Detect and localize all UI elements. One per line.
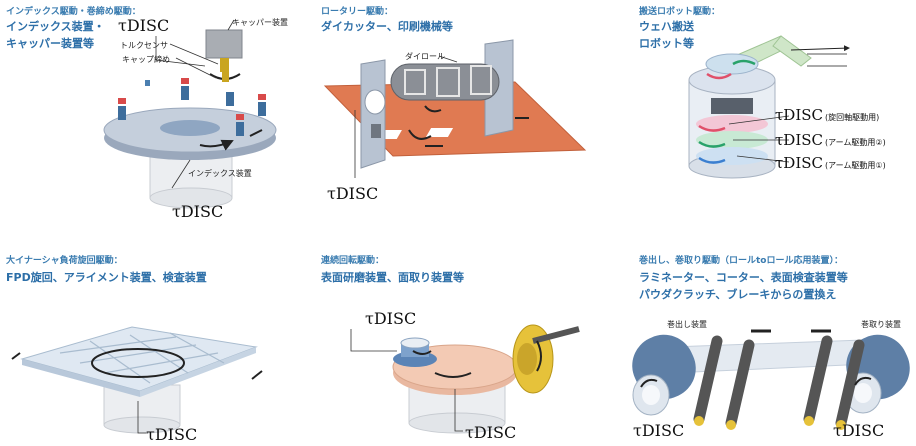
panel-category: 大イナーシャ負荷旋回駆動： [6,256,123,266]
tau-disc-label-bottom: τDISC [465,423,517,442]
cap-tightening-label: キャップ締め [122,55,170,64]
die-cutter-illustration [323,39,587,178]
tau-disc-label: τDISC [146,425,198,444]
index-unit-label: インデックス装置 [188,169,252,178]
panel-robot-drive: 搬送ロボット駆動： ウェハ搬送 ロボット等 τDISC(旋回軸駆動用) τDIS… [611,0,916,223]
panel-continuous-drive: 連続回転駆動： 表面研磨装置、面取り装置等 τDISC τDISC [305,223,610,446]
panel-inertia-drive: 大イナーシャ負荷旋回駆動： FPD旋回、アライメント装置、検査装置 τDISC [0,223,305,446]
capper-label: キャッパー装置 [232,18,288,27]
tau-disc-label-top: τDISC [365,309,417,328]
panel-category: 巻出し、巻取り駆動（ロールtoロール応用装置）： [639,256,843,266]
application-line-1: ウェハ搬送 [639,20,694,33]
unwind-label: 巻出し装置 [667,320,707,329]
application-line-1: ダイカッター、印刷機械等 [321,20,453,33]
panel-category: ロータリー駆動： [321,7,394,17]
application-line-2: パウダクラッチ、ブレーキからの置換え [639,288,837,301]
index-table-illustration [103,19,277,209]
torque-sensor-label: トルクセンサ [120,41,168,50]
panel-category: インデックス駆動・巻締め駆動： [6,7,141,17]
application-line-1: FPD旋回、アライメント装置、検査装置 [6,271,207,284]
tau-disc-label-bottom: τDISC [172,202,224,221]
rewind-label: 巻取り装置 [861,320,901,329]
tau-disc-label-left: τDISC [633,421,685,440]
tau-disc-label-3: τDISC(アーム駆動用①) [775,154,886,172]
panel-roll-to-roll-drive: 巻出し、巻取り駆動（ロールtoロール応用装置）： ラミネーター、コーター、表面検… [611,223,916,446]
roll-to-roll-illustration [632,329,910,430]
application-line-1: 表面研磨装置、面取り装置等 [321,271,464,284]
die-roll-label: ダイロール [405,52,445,61]
fpd-stage-illustration [11,326,263,434]
panel-category: 連続回転駆動： [321,256,385,266]
wafer-robot-illustration [688,35,850,179]
application-line-2: ロボット等 [639,37,694,50]
tau-disc-label-right: τDISC [833,421,885,440]
application-line-1: ラミネーター、コーター、表面検査装置等 [639,271,848,284]
application-line-2: キャッパー装置等 [6,37,94,50]
tau-disc-label-top: τDISC [118,16,170,35]
tau-disc-label: τDISC [327,184,379,203]
tau-disc-label-1: τDISC(旋回軸駆動用) [775,106,880,124]
tau-disc-label-2: τDISC(アーム駆動用②) [775,131,886,149]
panel-rotary-drive: ロータリー駆動： ダイカッター、印刷機械等 ダイロール τDISC [305,0,610,223]
application-line-1: インデックス装置・ [6,20,105,33]
panel-category: 搬送ロボット駆動： [639,7,721,17]
panel-index-drive: インデックス駆動・巻締め駆動： インデックス装置・ キャッパー装置等 [0,0,305,223]
polishing-illustration [350,324,580,434]
